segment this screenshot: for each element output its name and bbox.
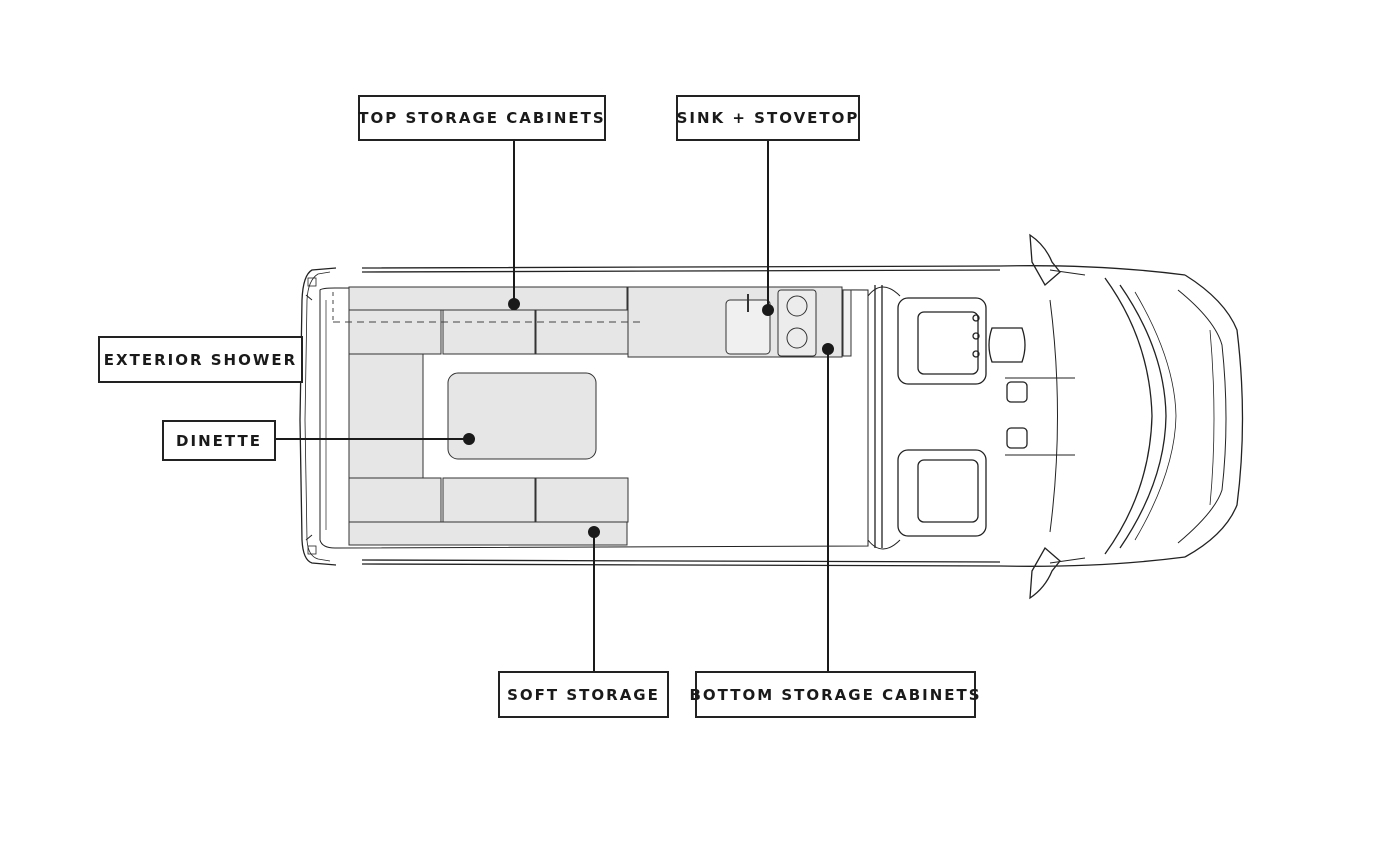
label-sink-stovetop: SINK + STOVETOP [676,95,860,141]
dinette-back-seat [348,353,424,479]
dinette-table [447,372,597,460]
callout-dot [822,343,834,355]
label-top-storage-cabinets: TOP STORAGE CABINETS [358,95,606,141]
label-exterior-shower: EXTERIOR SHOWER [98,336,303,383]
stovetop [777,289,817,357]
upper-bench-cushion [535,309,629,355]
soft-storage-strip [348,521,628,546]
stove-burner [786,327,808,349]
upper-bench-cushion [348,309,442,355]
callout-dot [463,433,475,445]
callout-dot [588,526,600,538]
stove-burner [786,295,808,317]
lower-bench-cushion [348,477,442,523]
label-dinette: DINETTE [162,420,276,461]
label-soft-storage: SOFT STORAGE [498,671,669,718]
top-storage-strip [348,286,628,311]
leader-lines [276,140,834,672]
lower-bench-cushion [535,477,629,523]
callout-dot [762,304,774,316]
lower-bench-cushion [442,477,536,523]
van-body [299,233,1244,600]
galley-fixtures [690,289,852,358]
upper-bench-cushion [442,309,536,355]
label-bottom-storage-cabinets: BOTTOM STORAGE CABINETS [689,671,980,718]
callout-dot [508,298,520,310]
